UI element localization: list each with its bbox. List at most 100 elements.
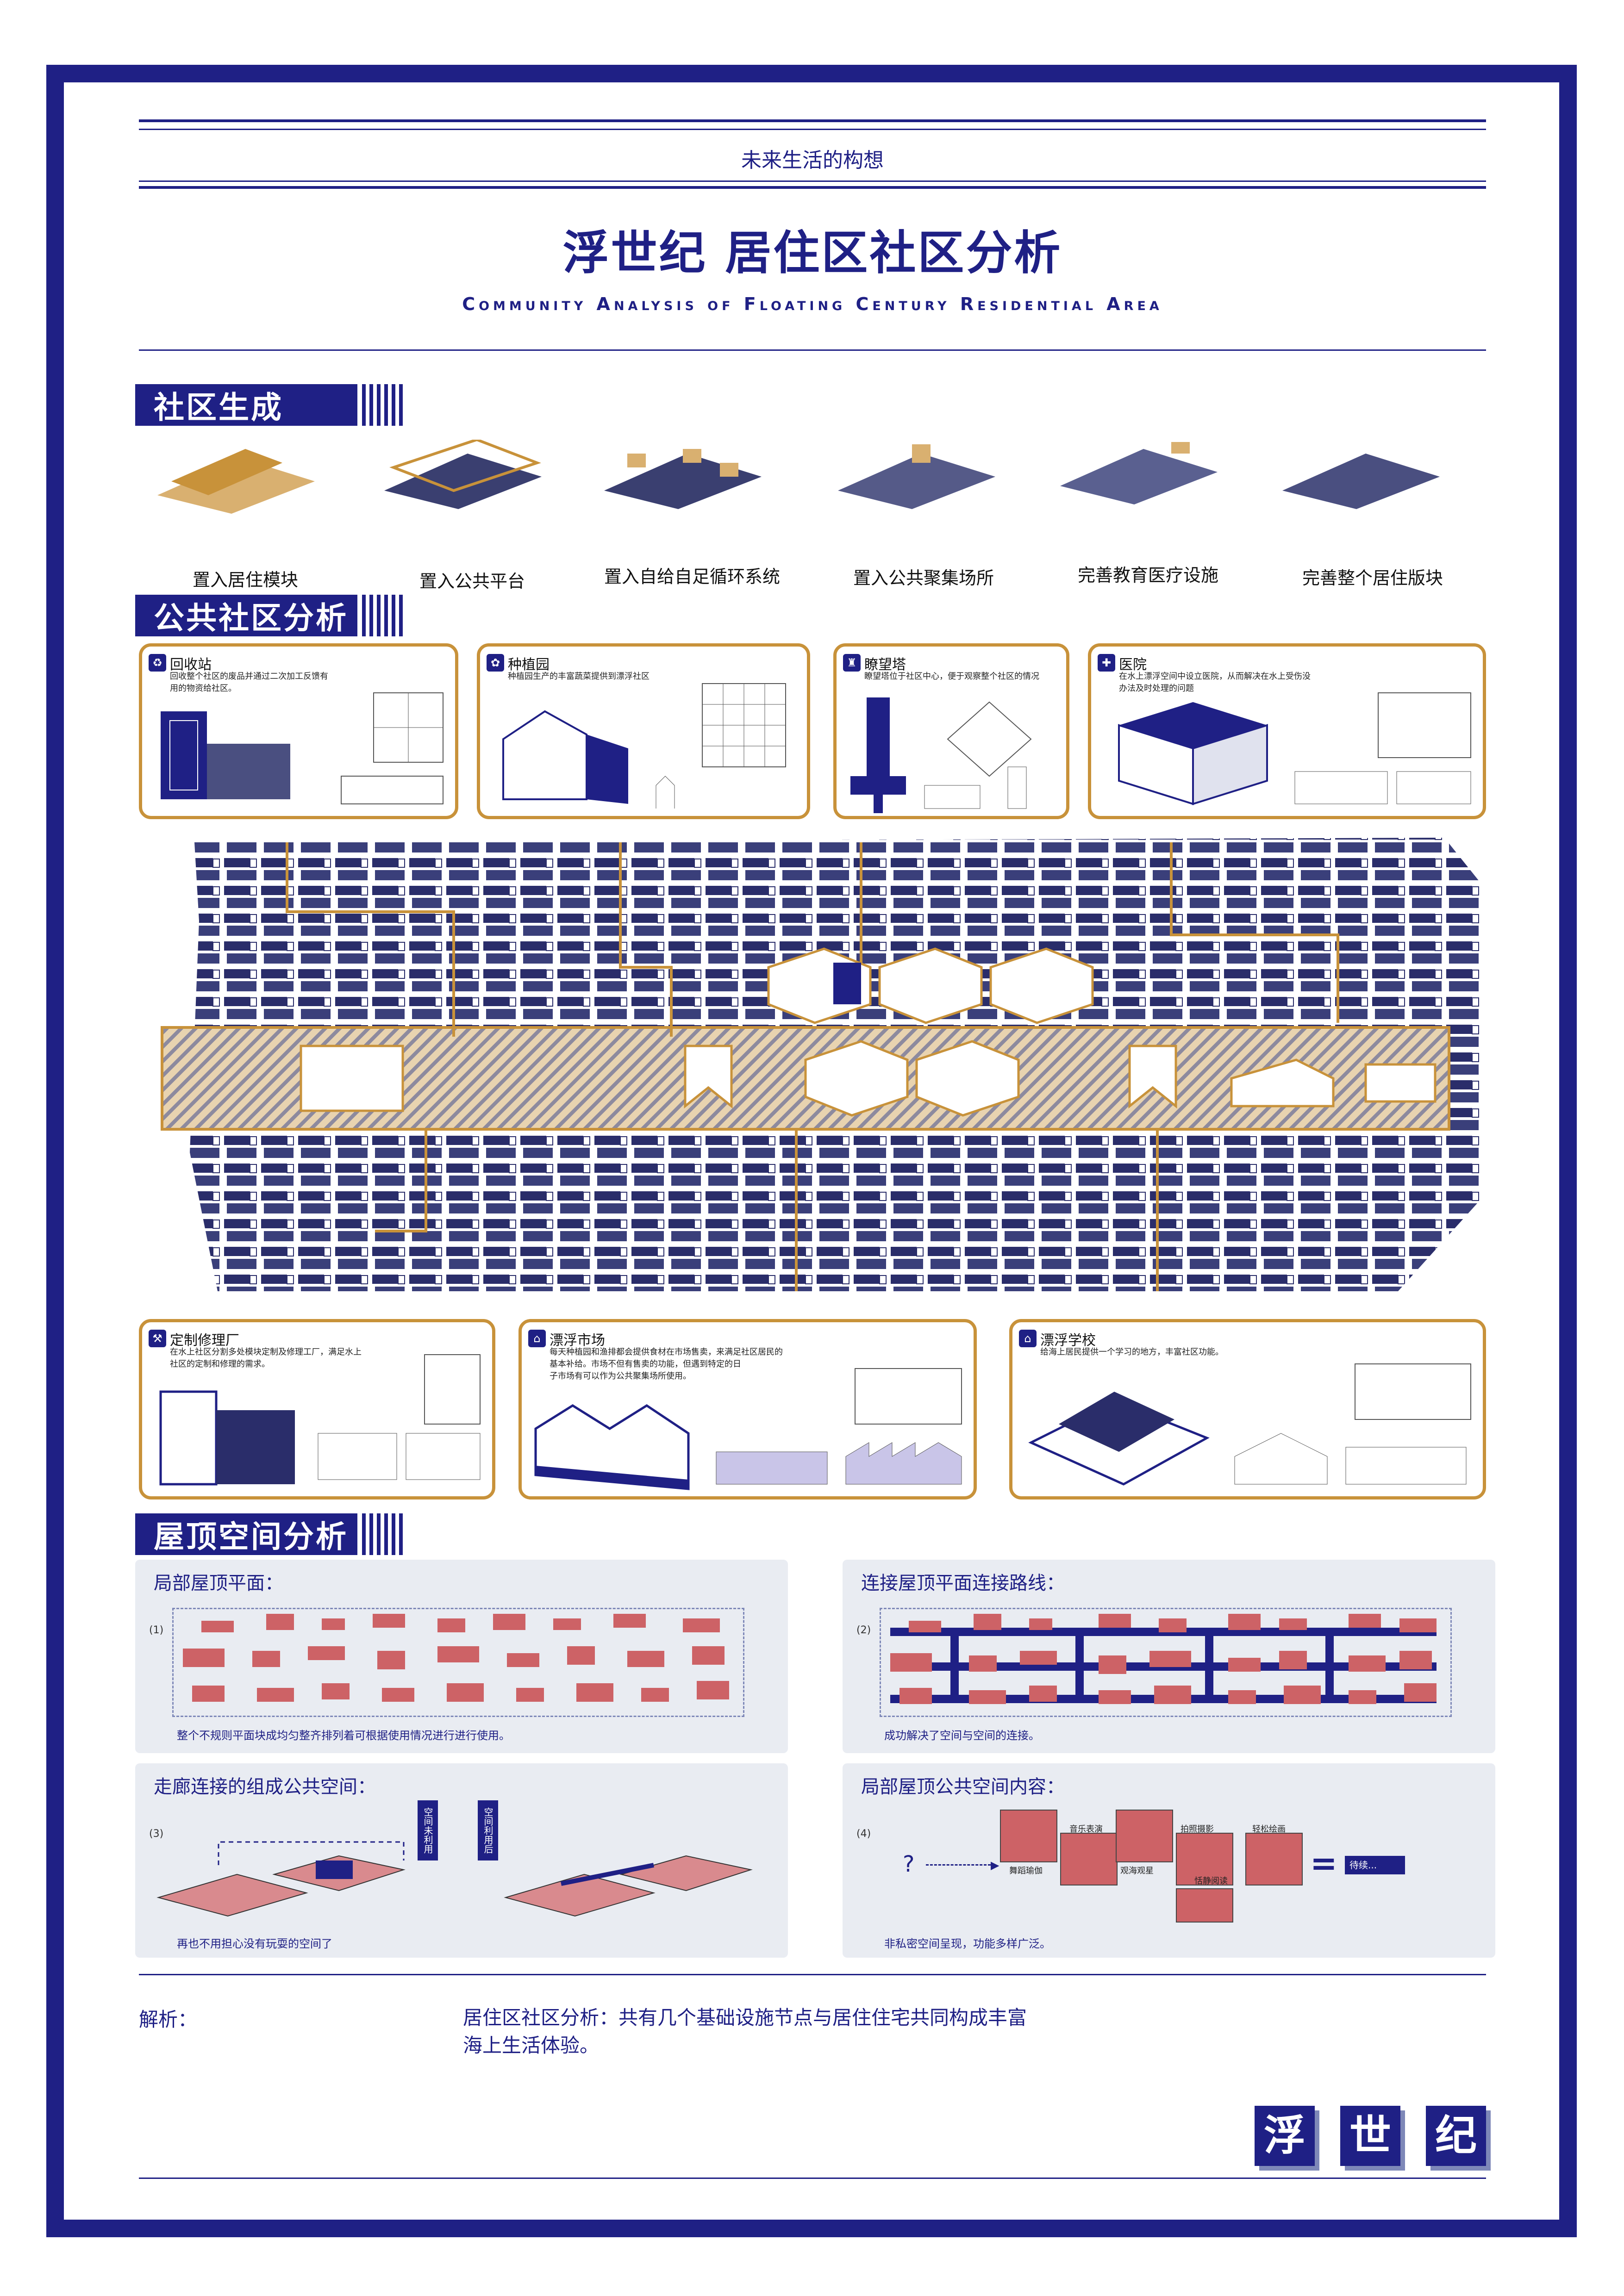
market-icon: ⌂ (528, 1330, 546, 1347)
activity-label: 观海观星 (1120, 1866, 1154, 1876)
activity-tile (1176, 1833, 1233, 1885)
roof-plan-diagram (172, 1608, 744, 1717)
analysis-label: 解析： (139, 2008, 198, 2031)
facility-card-hospital: ✚ 医院 在水上漂浮空间中设立医院，从而解决在水上受伤没 办法及时处理的问题 (1088, 643, 1486, 819)
facility-name: 漂浮市场 (550, 1332, 605, 1349)
step-caption-6: 完善整个居住版块 (1302, 568, 1443, 588)
facility-desc: 每天种植园和渔排都会提供食材在市场售卖，来满足社区居民的 基本补给。市场不但有售… (550, 1347, 783, 1381)
panel-number: (2) (856, 1624, 871, 1636)
facility-name: 种植园 (508, 657, 550, 673)
facility-card-recycle: ♻ 回收站 回收整个社区的废品并通过二次加工反馈有 用的物资给社区。 (139, 643, 458, 819)
recycle-plan (341, 692, 443, 804)
facility-desc: 瞭望塔位于社区中心，便于观察整个社区的情况 (864, 672, 1039, 681)
section-title: 公共社区分析 (154, 600, 348, 636)
result-badge: 待续... (1345, 1856, 1405, 1874)
tower-illustration (850, 697, 906, 813)
poster-title-en: Community Analysis of Floating Century R… (462, 294, 1163, 314)
header-rule (139, 180, 1486, 182)
section-tag-public: 公共社区分析 (135, 595, 404, 636)
facility-name: 漂浮学校 (1040, 1332, 1096, 1349)
activity-label: 音乐表演 (1069, 1824, 1103, 1834)
header-rule (139, 349, 1486, 351)
wrench-icon: ⚒ (149, 1330, 166, 1347)
poster-title: 浮世纪 居住区社区分析 (562, 226, 1062, 280)
question-mark: ? (903, 1851, 915, 1877)
section-title: 屋顶空间分析 (154, 1519, 348, 1555)
step-caption-3: 置入自给自足循环系统 (604, 566, 780, 587)
activity-tile (1060, 1833, 1118, 1885)
analysis-text: 居住区社区分析：共有几个基础设施节点与居住住宅共同构成丰富 海上生活体验。 (463, 2006, 1027, 2057)
facility-desc: 在水上漂浮空间中设立医院，从而解决在水上受伤没 办法及时处理的问题 (1119, 672, 1311, 693)
hospital-icon: ✚ (1098, 654, 1115, 672)
step-image-3 (604, 449, 762, 509)
header-rule (139, 129, 1486, 130)
arrow-line (926, 1864, 991, 1866)
facility-desc: 种植园生产的丰富蔬菜提供到漂浮社区 (508, 672, 650, 681)
school-plan (1234, 1363, 1471, 1485)
panel-number: (4) (856, 1828, 871, 1840)
roof-panel-corridor: 走廊连接的组成公共空间： (3) 空间未利用 空间利用后 再也不用担心没有玩耍的… (135, 1763, 788, 1958)
footer-rule (139, 2178, 1486, 2179)
facility-desc: 给海上居民提供一个学习的地方，丰富社区功能。 (1040, 1347, 1224, 1357)
step-image-2 (384, 440, 542, 509)
hospital-illustration (1118, 702, 1268, 805)
tower-plan (924, 701, 1032, 809)
panel-title: 走廊连接的组成公共空间： (154, 1776, 376, 1798)
panel-number: (3) (149, 1828, 164, 1840)
activity-label: 拍照摄影 (1181, 1824, 1214, 1834)
recycle-illustration (161, 711, 290, 799)
logo-char: 浮 (1255, 2106, 1315, 2166)
facility-card-repair: ⚒ 定制修理厂 在水上社区分割多处模块定制及修理工厂，满足水上 社区的定制和修理… (139, 1319, 495, 1500)
arrow-right-icon: ▶ (991, 1859, 999, 1872)
hospital-plan (1294, 692, 1471, 804)
facility-name: 定制修理厂 (170, 1332, 239, 1349)
logo-char: 纪 (1426, 2106, 1486, 2166)
panel-caption: 成功解决了空间与空间的连接。 (884, 1729, 1040, 1742)
section-title: 社区生成 (154, 390, 283, 425)
facility-desc: 回收整个社区的废品并通过二次加工反馈有 用的物资给社区。 (170, 672, 328, 693)
roof-panel-content: 局部屋顶公共空间内容： (4) ? ▶ 舞蹈瑜伽 音乐表演 观海观星 拍照摄影 … (843, 1763, 1495, 1958)
activity-label: 恬静阅读 (1194, 1876, 1228, 1886)
plant-icon: ✿ (487, 654, 504, 672)
tag-unused: 空间未利用 (418, 1800, 438, 1860)
logo-char: 世 (1340, 2106, 1400, 2166)
poster-frame (46, 65, 1577, 2237)
activity-tile (1000, 1810, 1057, 1862)
section-tag-generation: 社区生成 (135, 384, 404, 426)
equals-sign: = (1310, 1844, 1337, 1882)
step-caption-2: 置入公共平台 (419, 571, 525, 591)
school-illustration (1028, 1392, 1210, 1486)
facility-name: 瞭望塔 (864, 657, 906, 673)
header-rule (139, 186, 1486, 189)
section-tag-roof: 屋顶空间分析 (135, 1513, 404, 1555)
school-icon: ⌂ (1019, 1330, 1037, 1347)
activity-tile (1245, 1833, 1303, 1885)
recycle-icon: ♻ (149, 654, 166, 672)
logo: 浮 世 纪 (1255, 2106, 1491, 2171)
step-caption-1: 置入居住模块 (192, 570, 298, 590)
facility-card-school: ⌂ 漂浮学校 给海上居民提供一个学习的地方，丰富社区功能。 (1009, 1319, 1486, 1500)
panel-caption: 整个不规则平面块成均匀整齐排列着可根据使用情况进行进行使用。 (177, 1729, 510, 1742)
greenhouse-plan (656, 683, 786, 809)
header-rule (139, 119, 1486, 122)
corridor-diagram (156, 1841, 753, 1917)
facility-card-market: ⌂ 漂浮市场 每天种植园和渔排都会提供食材在市场售卖，来满足社区居民的 基本补给… (518, 1319, 977, 1500)
facility-name: 回收站 (170, 657, 212, 673)
lighthouse-icon: ♜ (843, 654, 861, 672)
facility-name: 医院 (1119, 657, 1147, 673)
step-image-6 (1282, 454, 1440, 509)
facility-desc: 在水上社区分割多处模块定制及修理工厂，满足水上 社区的定制和修理的需求。 (170, 1347, 362, 1369)
panel-title: 局部屋顶平面： (154, 1573, 283, 1594)
activity-label: 轻松绘画 (1252, 1824, 1286, 1834)
market-plan (716, 1368, 962, 1485)
panel-number: (1) (149, 1624, 164, 1636)
tag-used: 空间利用后 (478, 1800, 498, 1860)
repair-illustration (159, 1390, 295, 1486)
step-caption-4: 置入公共聚集场所 (853, 568, 994, 588)
panel-title: 连接屋顶平面连接路线： (861, 1573, 1065, 1594)
facility-card-plantation: ✿ 种植园 种植园生产的丰富蔬菜提供到漂浮社区 (477, 643, 810, 819)
step-image-1 (157, 449, 315, 514)
panel-caption: 再也不用担心没有玩耍的空间了 (177, 1937, 332, 1950)
activity-tile (1176, 1888, 1233, 1923)
panel-title: 局部屋顶公共空间内容： (861, 1776, 1065, 1798)
